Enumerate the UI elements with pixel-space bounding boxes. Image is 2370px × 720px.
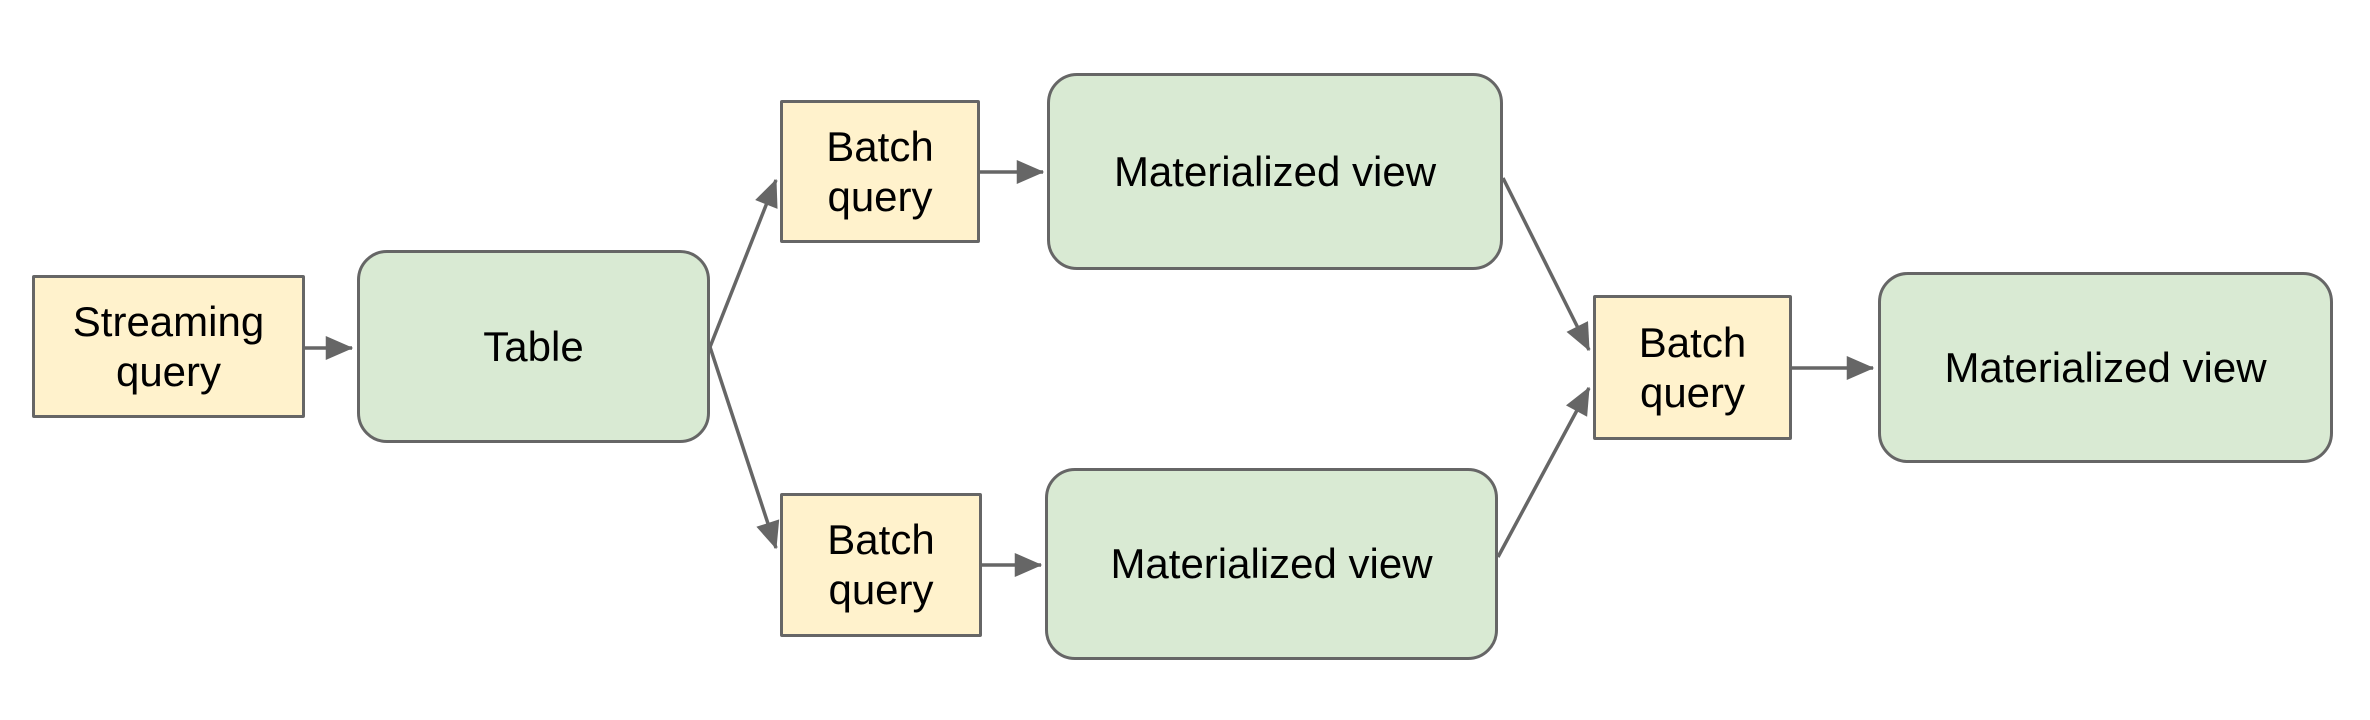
node-batch-query-final: Batch query [1593,295,1792,440]
node-batch-query-top-label: Batch query [826,122,934,220]
arrow-materialized-view-bottom-to-batch-query-final [1496,386,1591,558]
node-materialized-view-final-label: Materialized view [1944,343,2267,391]
node-batch-query-bottom: Batch query [780,493,982,637]
node-materialized-view-bottom: Materialized view [1045,468,1498,660]
node-streaming-query-label: Streaming query [72,297,265,395]
node-batch-query-top: Batch query [780,100,980,243]
node-batch-query-bottom-label: Batch query [827,516,935,613]
arrow-materialized-view-top-to-batch-query-final [1501,177,1591,352]
node-table: Table [357,250,710,443]
arrow-table-to-batch-query-top [708,178,778,348]
node-materialized-view-top-label: Materialized view [1113,147,1437,195]
node-streaming-query: Streaming query [32,275,305,418]
node-materialized-view-final: Materialized view [1878,272,2333,463]
node-batch-query-final-label: Batch query [1638,318,1747,416]
node-table-label: Table [483,322,584,370]
arrow-table-to-batch-query-bottom [708,346,780,550]
node-materialized-view-bottom-label: Materialized view [1110,540,1433,588]
node-materialized-view-top: Materialized view [1047,73,1503,270]
